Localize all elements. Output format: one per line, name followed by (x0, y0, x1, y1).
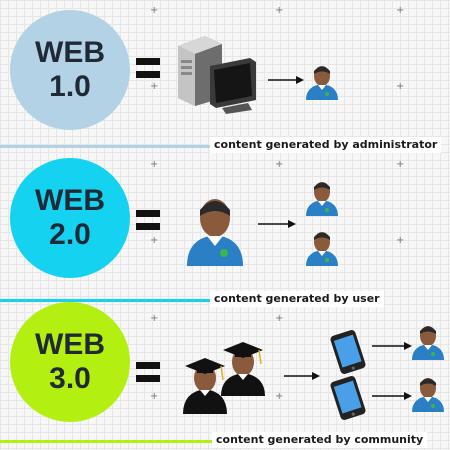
user-icon (306, 182, 338, 216)
equals-icon (136, 210, 160, 236)
web3-row: WEB 3.0 (0, 296, 450, 448)
grid-cross: + (275, 5, 284, 16)
smartphone-icon (330, 330, 366, 374)
monitor-icon (210, 58, 256, 114)
grid-cross: + (396, 159, 405, 170)
arrow-icon (268, 76, 304, 84)
web1-caption: content generated by administrator (210, 137, 442, 153)
web1-circle: WEB 1.0 (10, 10, 130, 130)
user-icon (187, 199, 243, 266)
web3-icons (183, 326, 444, 420)
user-icon (412, 378, 444, 412)
grid-cross: + (150, 159, 159, 170)
web1-line (0, 145, 212, 148)
web2-row: WEB 2.0 (0, 154, 450, 307)
web1-row: WEB 1.0 (0, 0, 450, 153)
arrow-icon (372, 392, 412, 400)
grid-cross: + (275, 391, 284, 402)
smartphone-icon (330, 376, 366, 420)
arrow-icon (258, 220, 296, 228)
web3-label-1: WEB (35, 328, 105, 361)
arrow-icon (284, 372, 320, 380)
graduate-icon (221, 342, 265, 396)
grid-cross: + (150, 391, 159, 402)
grid-cross: + (396, 235, 405, 246)
web2-label-1: WEB (35, 184, 105, 217)
equals-icon (136, 58, 160, 84)
graduate-icon (183, 358, 227, 414)
grid-cross: + (396, 5, 405, 16)
user-icon (306, 66, 338, 100)
web2-icons (187, 182, 338, 266)
web2-circle: WEB 2.0 (10, 158, 130, 278)
user-icon (412, 326, 444, 360)
user-icon (306, 232, 338, 266)
web1-label-2: 1.0 (49, 70, 91, 103)
grid-cross: + (150, 5, 159, 16)
grid-cross: + (275, 159, 284, 170)
web3-line (0, 440, 212, 443)
web2-line (0, 299, 212, 302)
web3-label-2: 3.0 (49, 362, 91, 395)
grid-cross: + (150, 81, 159, 92)
web1-icons (178, 36, 338, 114)
equals-icon (136, 362, 160, 388)
grid-cross: + (275, 313, 284, 324)
arrow-icon (372, 342, 412, 350)
web2-caption: content generated by user (210, 291, 384, 307)
grid-cross: + (150, 235, 159, 246)
web3-caption: content generated by community (212, 432, 428, 448)
web3-circle: WEB 3.0 (10, 302, 130, 422)
web1-label-1: WEB (35, 36, 105, 69)
grid-cross: + (150, 313, 159, 324)
grid-cross: + (396, 81, 405, 92)
web2-label-2: 2.0 (49, 218, 91, 251)
